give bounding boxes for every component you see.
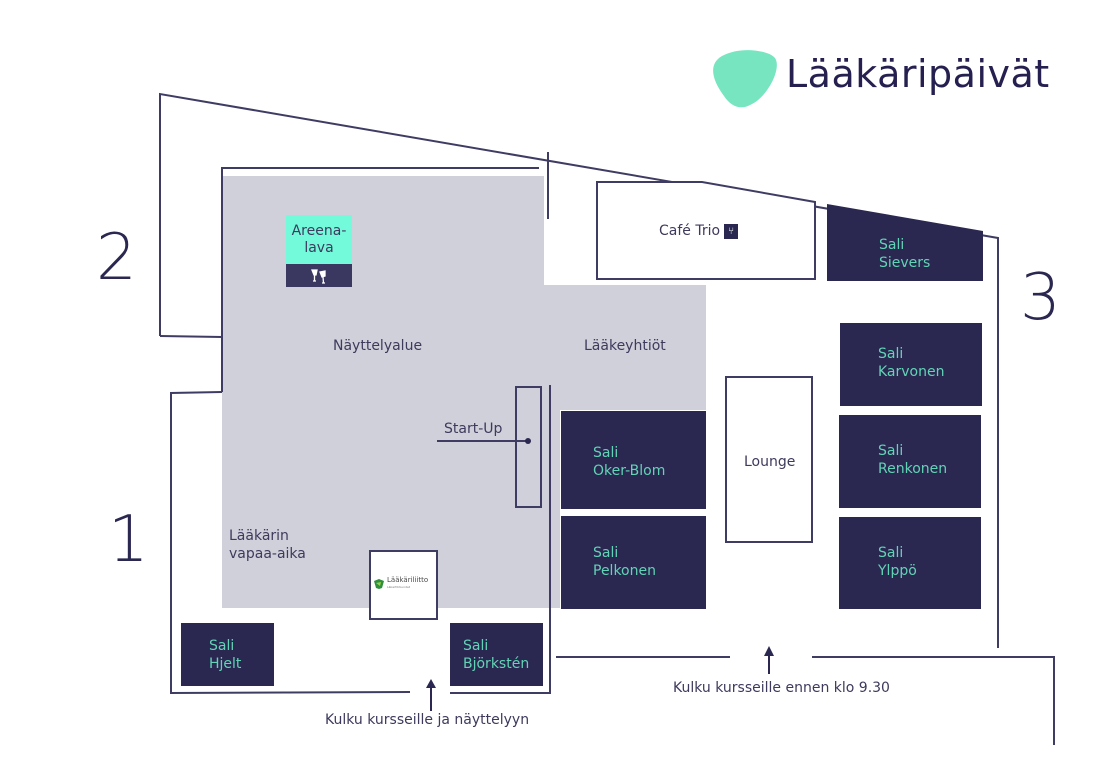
brand-logo-mark <box>713 50 777 108</box>
laakariliitto-logo: Lääkäriliitto Läkarförbundet <box>373 577 435 591</box>
arrow-main-entry <box>426 679 436 711</box>
exhibition-area-label: Näyttelyalue <box>333 338 423 354</box>
cafe-trio-label: Café Trio⑂ <box>659 222 739 240</box>
pharma-area-label: Lääkeyhtiöt <box>584 338 666 354</box>
laakariliitto-logo-mark <box>374 579 384 589</box>
startup-dot <box>525 438 531 444</box>
wall-entrance-2 <box>159 335 223 338</box>
wall-entrance-1 <box>170 391 411 695</box>
wall-south-east <box>812 656 1055 745</box>
startup-label: Start-Up <box>444 421 503 437</box>
lounge-label: Lounge <box>744 454 796 470</box>
laakariliitto-logo-subtext: Läkarförbundet <box>387 585 411 589</box>
areena-lava-stage[interactable]: Areena- lava <box>286 215 352 287</box>
leisure-area-label: Lääkärin vapaa-aika <box>229 527 306 563</box>
entrance-1-label: 1 <box>108 503 149 577</box>
main-entry-caption: Kulku kursseille ja näyttelyyn <box>325 712 530 728</box>
entrance-3-label: 3 <box>1020 261 1061 335</box>
laakariliitto-logo-text: Lääkäriliitto <box>387 576 429 584</box>
entrance-2-label: 2 <box>96 221 137 295</box>
early-entry-caption: Kulku kursseille ennen klo 9.30 <box>673 680 890 696</box>
startup-booth[interactable] <box>515 386 542 508</box>
cheers-glasses-icon <box>286 264 352 287</box>
cutlery-icon: ⑂ <box>724 223 739 239</box>
cafe-trio-name: Café Trio <box>659 223 721 239</box>
wall-south-right-of-entry <box>450 385 551 694</box>
lounge-outline[interactable] <box>725 376 813 543</box>
leisure-label-line2: vapaa-aika <box>229 546 306 562</box>
cafe-trio-outline[interactable] <box>596 181 816 280</box>
areena-label: Areena- lava <box>286 215 352 264</box>
brand-logo-text: Lääkäripäivät <box>786 52 1050 96</box>
wall-inner-north <box>221 167 539 337</box>
arrow-early-entry <box>764 646 774 674</box>
wall-outer-north <box>159 92 999 648</box>
leisure-label-line1: Lääkärin <box>229 528 289 544</box>
areena-label-line1: Areena- <box>291 223 347 239</box>
areena-label-line2: lava <box>304 240 334 256</box>
room-shape-sievers[interactable] <box>827 204 983 281</box>
